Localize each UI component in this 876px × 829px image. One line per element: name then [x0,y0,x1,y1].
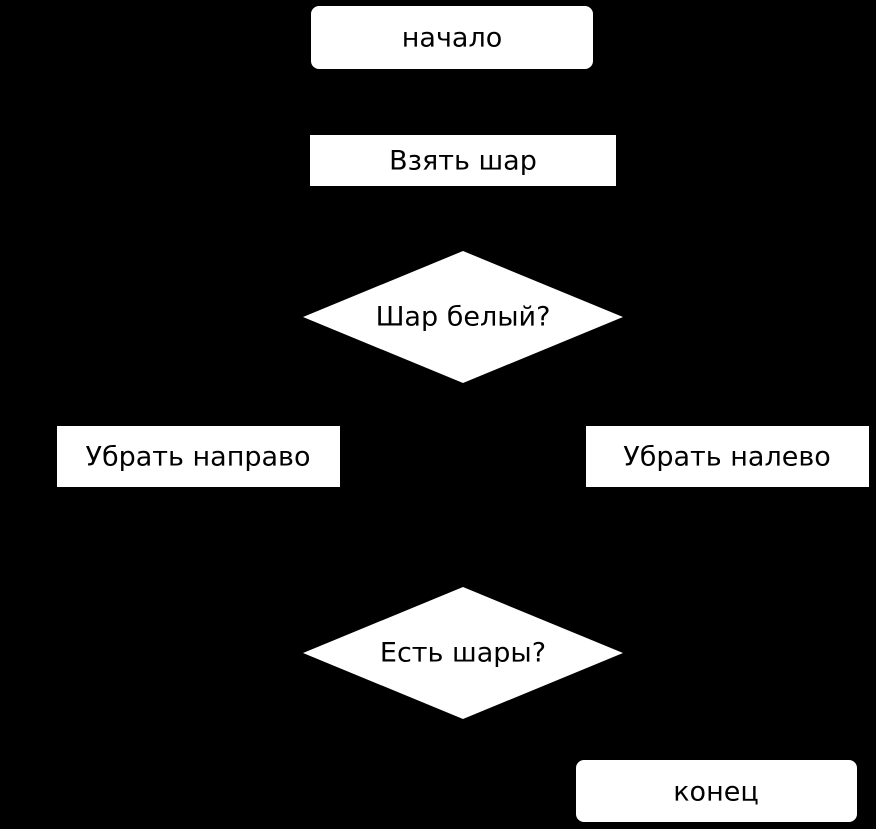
move-left-node: Убрать налево [586,426,869,487]
move-right-node: Убрать направо [57,426,340,487]
has-balls-decision-label: Есть шары? [380,638,546,669]
end-node: конец [576,760,857,822]
move-left-node-shape [586,426,869,487]
start-node-label: начало [402,23,502,54]
take-ball-node-label: Взять шар [389,146,537,177]
take-ball-node: Взять шар [310,135,616,186]
is-white-decision-label: Шар белый? [376,302,551,333]
has-balls-decision-shape [303,587,623,719]
move-right-node-shape [57,426,340,487]
move-right-node-label: Убрать направо [86,442,311,473]
start-node: начало [311,6,593,69]
is-white-decision-shape [303,251,623,383]
start-node-shape [311,6,593,69]
end-node-shape [576,760,857,822]
take-ball-node-shape [310,135,616,186]
end-node-label: конец [673,777,758,808]
move-left-node-label: Убрать налево [623,442,831,473]
has-balls-decision: Есть шары? [303,587,623,719]
is-white-decision: Шар белый? [303,251,623,383]
